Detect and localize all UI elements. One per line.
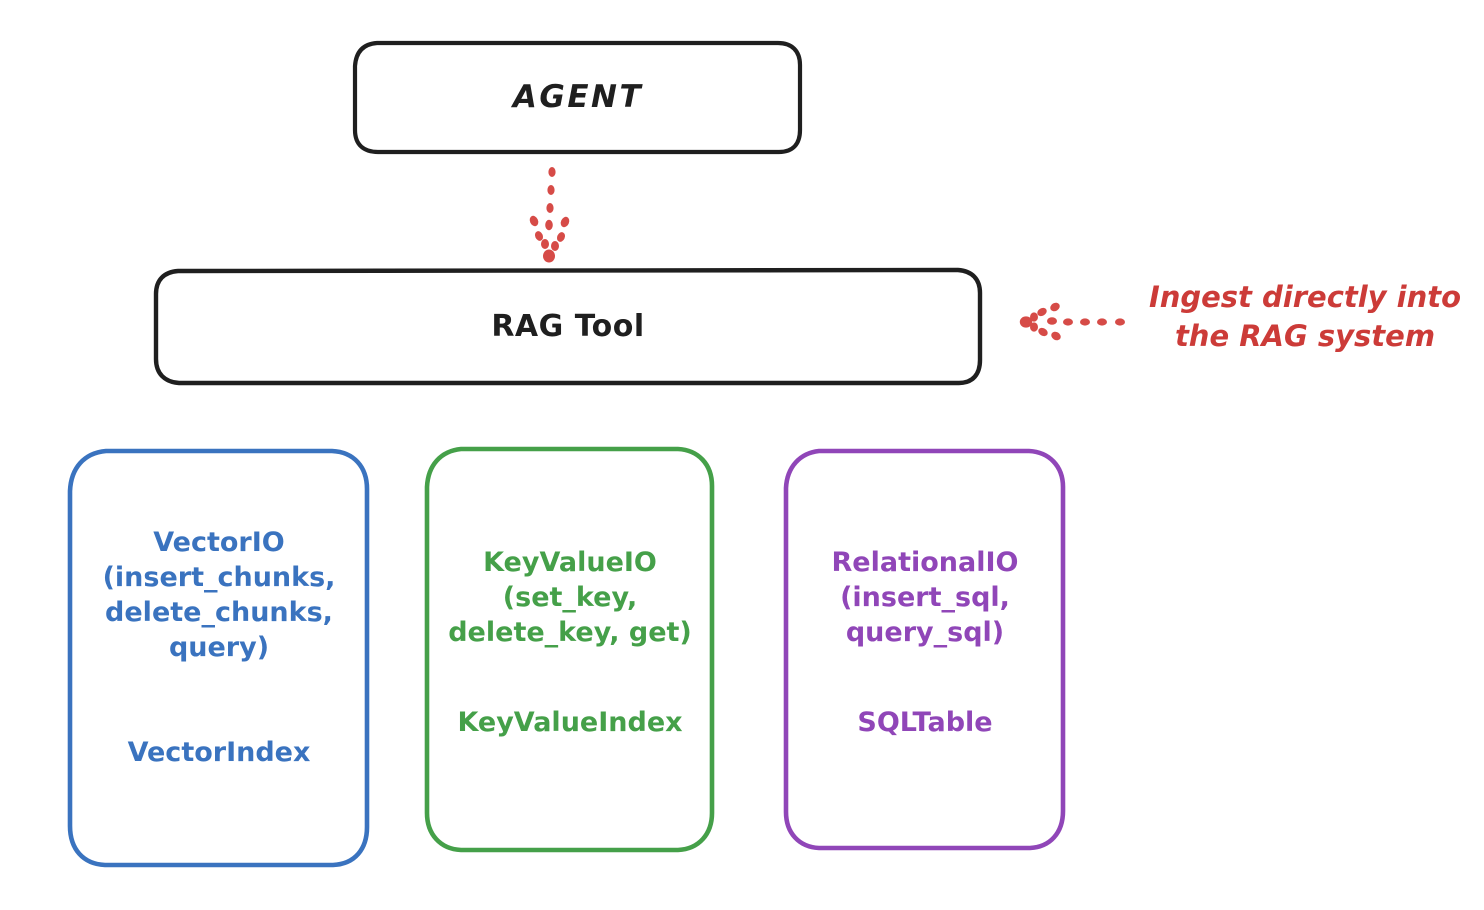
node-relational-io-api-label: RelationalIO (insert_sql, query_sql): [831, 547, 1019, 649]
node-vector-io-index-label: VectorIndex: [127, 737, 311, 768]
node-rag-tool-label: RAG Tool: [491, 309, 645, 345]
node-vector-io-api-label: VectorIO (insert_chunks, delete_chunks, …: [102, 527, 336, 664]
connector-ingest-to-rag-tool: [1019, 302, 1125, 341]
annotation-ingest-label: Ingest directly into the RAG system: [1148, 280, 1462, 353]
node-agent-label: AGENT: [512, 79, 644, 116]
node-key-value-io-api-label: KeyValueIO (set_key, delete_key, get): [448, 547, 692, 649]
node-relational-io-index-label: SQLTable: [857, 707, 993, 738]
connector-agent-to-rag-tool: [529, 167, 570, 263]
node-key-value-io-index-label: KeyValueIndex: [457, 707, 683, 738]
